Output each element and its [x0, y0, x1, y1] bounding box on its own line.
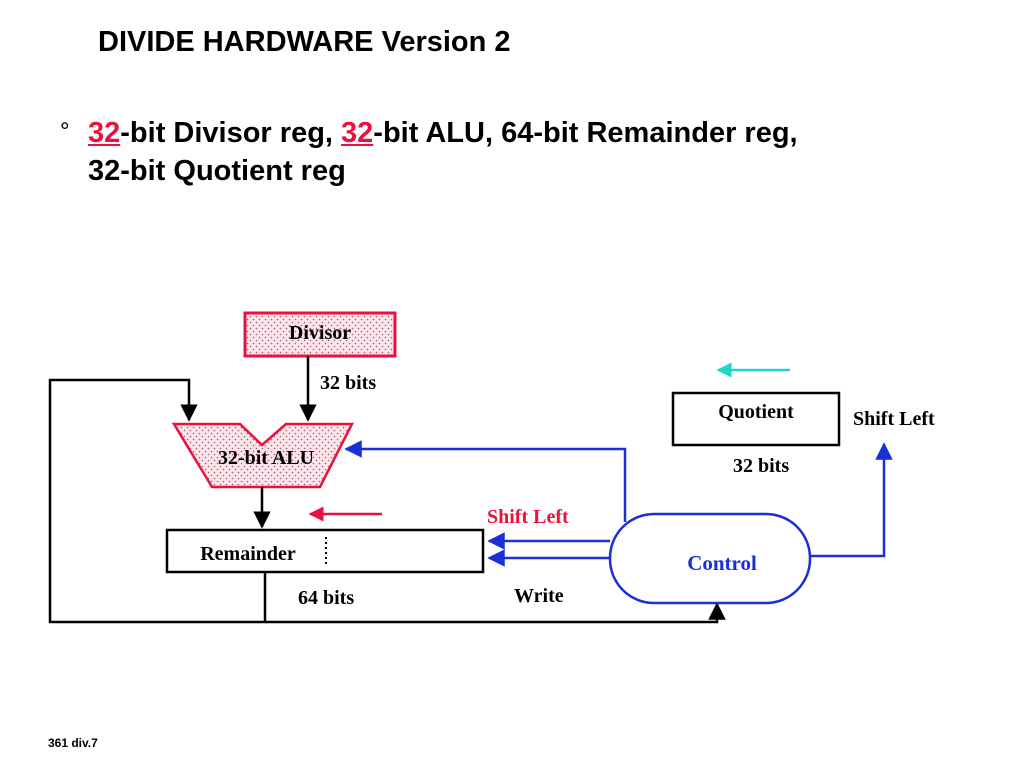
quotient-bits-label: 32 bits — [733, 455, 789, 477]
remainder-bits-label: 64 bits — [298, 587, 354, 609]
bullet-highlight-alu-width: 32 — [341, 117, 374, 149]
quotient-box — [671, 391, 841, 447]
control-label: Control — [687, 551, 757, 575]
bullet-symbol: ° — [60, 118, 70, 145]
control-to-alu-signal — [344, 440, 627, 522]
divisor-label: Divisor — [289, 322, 351, 344]
divisor-box — [243, 311, 397, 358]
quotient-shift-label: Shift Left — [853, 408, 935, 430]
remainder-to-control-path — [265, 602, 726, 624]
alu: 32-bit ALU — [171, 422, 355, 489]
control-unit: Control — [608, 512, 812, 605]
control-to-quotient-signal — [810, 442, 893, 558]
remainder-shift-label: Shift Left — [487, 506, 569, 528]
slide-title: DIVIDE HARDWARE Version 2 — [98, 26, 511, 58]
remainder-label: Remainder — [200, 543, 296, 565]
divisor-register: Divisor — [243, 311, 397, 358]
alu-shape — [171, 422, 355, 489]
bullet-text-quotient: 32-bit Quotient reg — [88, 155, 346, 187]
bullet-text-alu-remainder: -bit ALU, 64-bit Remainder reg, — [373, 117, 798, 149]
write-label: Write — [514, 585, 564, 607]
remainder-register: Remainder — [165, 528, 485, 574]
bullet-highlight-divisor-width: 32 — [88, 117, 121, 149]
slide-footer: 361 div.7 — [48, 736, 98, 750]
alu-label: 32-bit ALU — [218, 447, 314, 469]
remainder-feedback-path — [48, 378, 267, 624]
divisor-bits-label: 32 bits — [320, 372, 376, 394]
quotient-register: Quotient — [671, 391, 841, 447]
bullet-text: 32-bit Divisor reg, 32-bit ALU, 64-bit R… — [88, 114, 798, 190]
bullet-text-divisor: -bit Divisor reg, — [120, 117, 342, 149]
quotient-label: Quotient — [718, 401, 794, 423]
